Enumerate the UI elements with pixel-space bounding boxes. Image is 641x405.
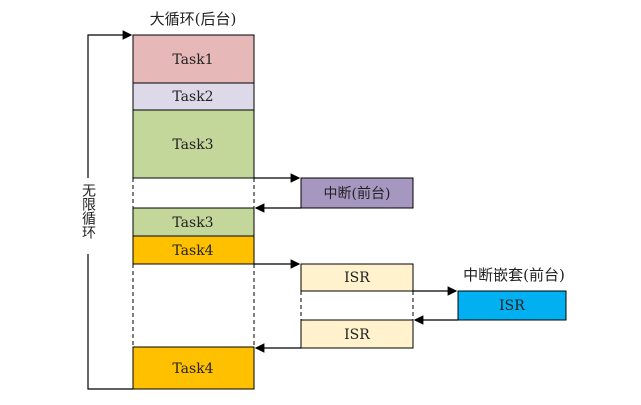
isr-block xyxy=(300,263,414,292)
main-loop-title: 大循环(后台) xyxy=(150,10,237,28)
task4-label: Task4 xyxy=(172,243,213,259)
isr-label: ISR xyxy=(344,270,370,286)
task2-label: Task2 xyxy=(172,89,213,105)
isr-resume-label: ISR xyxy=(344,327,370,343)
isr-resume-block xyxy=(300,319,414,349)
task4-resume-block xyxy=(132,346,255,390)
task1-label: Task1 xyxy=(172,52,213,68)
task1-block xyxy=(132,34,255,84)
task3-resume-label: Task3 xyxy=(172,215,213,231)
nested-isr-block xyxy=(457,290,567,321)
interrupt-label: 中断(前台) xyxy=(324,185,391,202)
task3-label: Task3 xyxy=(172,137,213,153)
interrupt-block xyxy=(300,177,414,209)
task3-resume-block xyxy=(132,207,255,237)
infinite-loop-label: 无限循环 xyxy=(80,183,96,239)
task3-block xyxy=(132,109,255,179)
nested-interrupt-label: 中断嵌套(前台) xyxy=(463,266,565,284)
task4-resume-label: Task4 xyxy=(172,361,213,377)
nested-isr-label: ISR xyxy=(499,298,525,314)
task4-block xyxy=(132,235,255,265)
